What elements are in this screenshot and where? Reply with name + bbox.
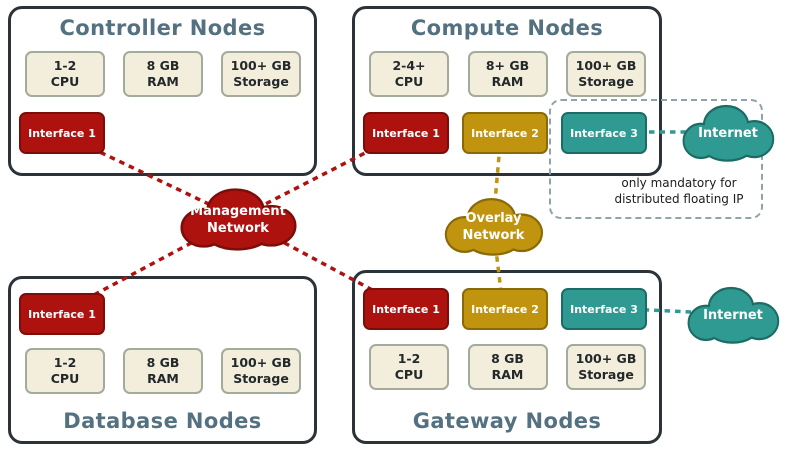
internet-cloud-bottom: Internet: [684, 282, 782, 346]
controller-spec-cpu: 1-2 CPU: [25, 51, 105, 97]
floating-ip-note-box: only mandatory for distributed floating …: [549, 99, 763, 219]
gateway-nodes-title: Gateway Nodes: [412, 409, 602, 433]
internet-label-bottom: Internet: [703, 308, 763, 324]
controller-spec-storage: 100+ GB Storage: [221, 51, 301, 97]
compute-spec-ram: 8+ GB RAM: [467, 51, 548, 97]
gateway-interfaces-row: Interface 1 Interface 2 Interface 3: [363, 288, 647, 330]
overlay-network-label: Overlay Network: [462, 211, 525, 243]
management-network-label: Management Network: [190, 203, 286, 236]
gateway-spec-storage: 100+ GB Storage: [566, 344, 646, 390]
compute-nodes-box: Compute Nodes 2-4+ CPU 8+ GB RAM 100+ GB…: [352, 6, 662, 176]
database-interfaces-row: Interface 1: [19, 293, 105, 335]
gateway-interface-1: Interface 1: [363, 288, 449, 330]
database-interface-1: Interface 1: [19, 293, 105, 335]
controller-nodes-box: Controller Nodes 1-2 CPU 8 GB RAM 100+ G…: [8, 6, 317, 176]
compute-nodes-title: Compute Nodes: [410, 16, 604, 40]
management-network-cloud: Management Network: [176, 183, 300, 253]
controller-interface-1: Interface 1: [19, 112, 105, 154]
database-spec-cpu: 1-2 CPU: [25, 348, 105, 394]
database-spec-ram: 8 GB RAM: [123, 348, 203, 394]
gateway-interface-3: Interface 3: [561, 288, 647, 330]
controller-interfaces-row: Interface 1: [19, 112, 105, 154]
database-spec-storage: 100+ GB Storage: [221, 348, 301, 394]
compute-interface-1: Interface 1: [363, 112, 449, 154]
database-specs-row: 1-2 CPU 8 GB RAM 100+ GB Storage: [25, 348, 301, 394]
gateway-nodes-box: Interface 1 Interface 2 Interface 3 1-2 …: [352, 270, 662, 444]
gateway-interface-2: Interface 2: [462, 288, 548, 330]
gateway-spec-ram: 8 GB RAM: [467, 344, 548, 390]
database-nodes-title: Database Nodes: [63, 409, 262, 433]
database-nodes-box: Interface 1 1-2 CPU 8 GB RAM 100+ GB Sto…: [8, 276, 317, 444]
gateway-specs-row: 1-2 CPU 8 GB RAM 100+ GB Storage: [369, 344, 646, 390]
internet-label-top: Internet: [698, 126, 758, 142]
controller-spec-ram: 8 GB RAM: [123, 51, 203, 97]
compute-spec-storage: 100+ GB Storage: [566, 51, 646, 97]
floating-ip-note-text: only mandatory for distributed floating …: [614, 176, 744, 207]
controller-nodes-title: Controller Nodes: [59, 16, 266, 40]
internet-cloud-top: Internet: [679, 100, 777, 164]
controller-specs-row: 1-2 CPU 8 GB RAM 100+ GB Storage: [25, 51, 301, 97]
compute-interface-2: Interface 2: [462, 112, 548, 154]
compute-specs-row: 2-4+ CPU 8+ GB RAM 100+ GB Storage: [369, 51, 646, 97]
compute-spec-cpu: 2-4+ CPU: [369, 51, 449, 97]
overlay-network-cloud: Overlay Network: [441, 193, 546, 258]
gateway-spec-cpu: 1-2 CPU: [369, 344, 449, 390]
